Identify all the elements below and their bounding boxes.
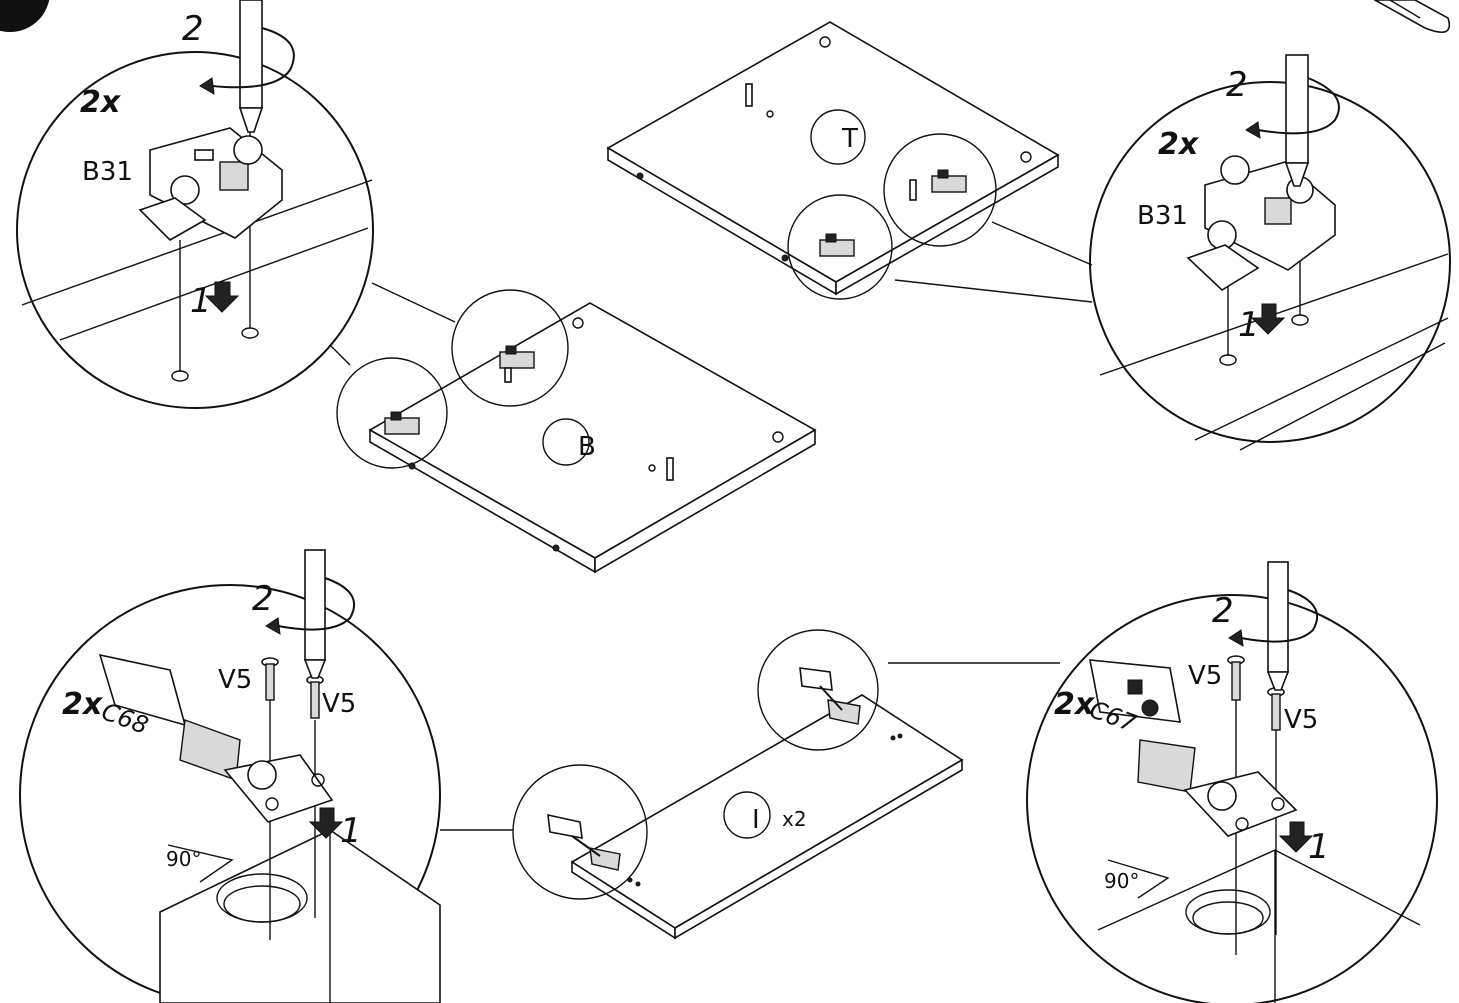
step-1-label: 1	[1308, 827, 1330, 867]
panel-top-label: T	[841, 124, 858, 154]
clip-icon	[384, 411, 420, 435]
clip-icon	[909, 169, 967, 201]
clip-icon	[819, 233, 855, 257]
arrow-down-icon	[204, 281, 240, 313]
hinge-icon	[1089, 659, 1298, 837]
arrow-down-icon	[308, 807, 344, 839]
part-label: B31	[82, 157, 133, 187]
mounting-plate-icon	[138, 127, 283, 241]
screw-label-b: V5	[1284, 705, 1318, 735]
quantity-label: 2x	[80, 85, 122, 120]
hinge-icon	[98, 653, 334, 823]
step-1-label: 1	[190, 281, 212, 321]
rotate-arrow-icon	[1257, 77, 1340, 135]
hinge-icon	[547, 813, 621, 871]
angle-label: 90°	[1104, 869, 1139, 893]
panel-door: I x2	[512, 629, 964, 940]
screw-label-a: V5	[1188, 661, 1222, 691]
screw-label-a: V5	[218, 665, 252, 695]
panel-door-count: x2	[782, 807, 807, 831]
screwdriver-icon	[1373, 0, 1450, 34]
quantity-label: 2x	[62, 687, 104, 722]
screwdriver-icon	[238, 0, 264, 133]
detail-top-left: 2 1 2x B31	[16, 0, 374, 409]
panel-bottom-label: B	[578, 432, 596, 462]
screwdriver-icon	[303, 549, 327, 679]
clip-icon	[499, 345, 535, 383]
arrow-down-icon	[1278, 821, 1314, 853]
screwdriver-icon	[1284, 54, 1310, 187]
mounting-plate-icon	[1186, 155, 1336, 292]
screw-icon	[1267, 687, 1285, 731]
screwdriver-icon	[1266, 561, 1290, 691]
rotate-arrow-icon	[211, 27, 295, 89]
hinge-icon	[799, 667, 861, 725]
screw-icon	[261, 657, 279, 701]
panel-top: T	[606, 21, 1060, 300]
panel-door-label: I	[752, 805, 760, 835]
screw-icon	[306, 675, 324, 719]
step-badge	[0, 0, 50, 32]
quantity-label: 2x	[1158, 127, 1200, 162]
arrow-down-icon	[1250, 303, 1286, 335]
step-1-label: 1	[1238, 305, 1260, 345]
step-2-label: 2	[252, 579, 274, 619]
screw-label-b: V5	[322, 689, 356, 719]
step-1-label: 1	[340, 811, 362, 851]
screw-icon	[1227, 655, 1245, 701]
detail-bottom-right: 90° 2 1 2x C67 V5	[1026, 561, 1438, 1003]
step-2-label: 2	[182, 9, 204, 49]
detail-top-right: 2 1 2x B31	[1089, 54, 1451, 451]
quantity-label: 2x	[1054, 687, 1096, 722]
detail-bottom-left: 90° 2 1 2x C68 V5 V5	[19, 549, 441, 1003]
step-2-label: 2	[1226, 65, 1248, 105]
rotate-arrow-icon	[1240, 589, 1319, 643]
step-2-label: 2	[1212, 591, 1234, 631]
panel-bottom: B	[336, 289, 817, 574]
part-label: B31	[1137, 201, 1188, 231]
angle-label: 90°	[166, 847, 201, 871]
rotate-arrow-icon	[277, 577, 356, 631]
